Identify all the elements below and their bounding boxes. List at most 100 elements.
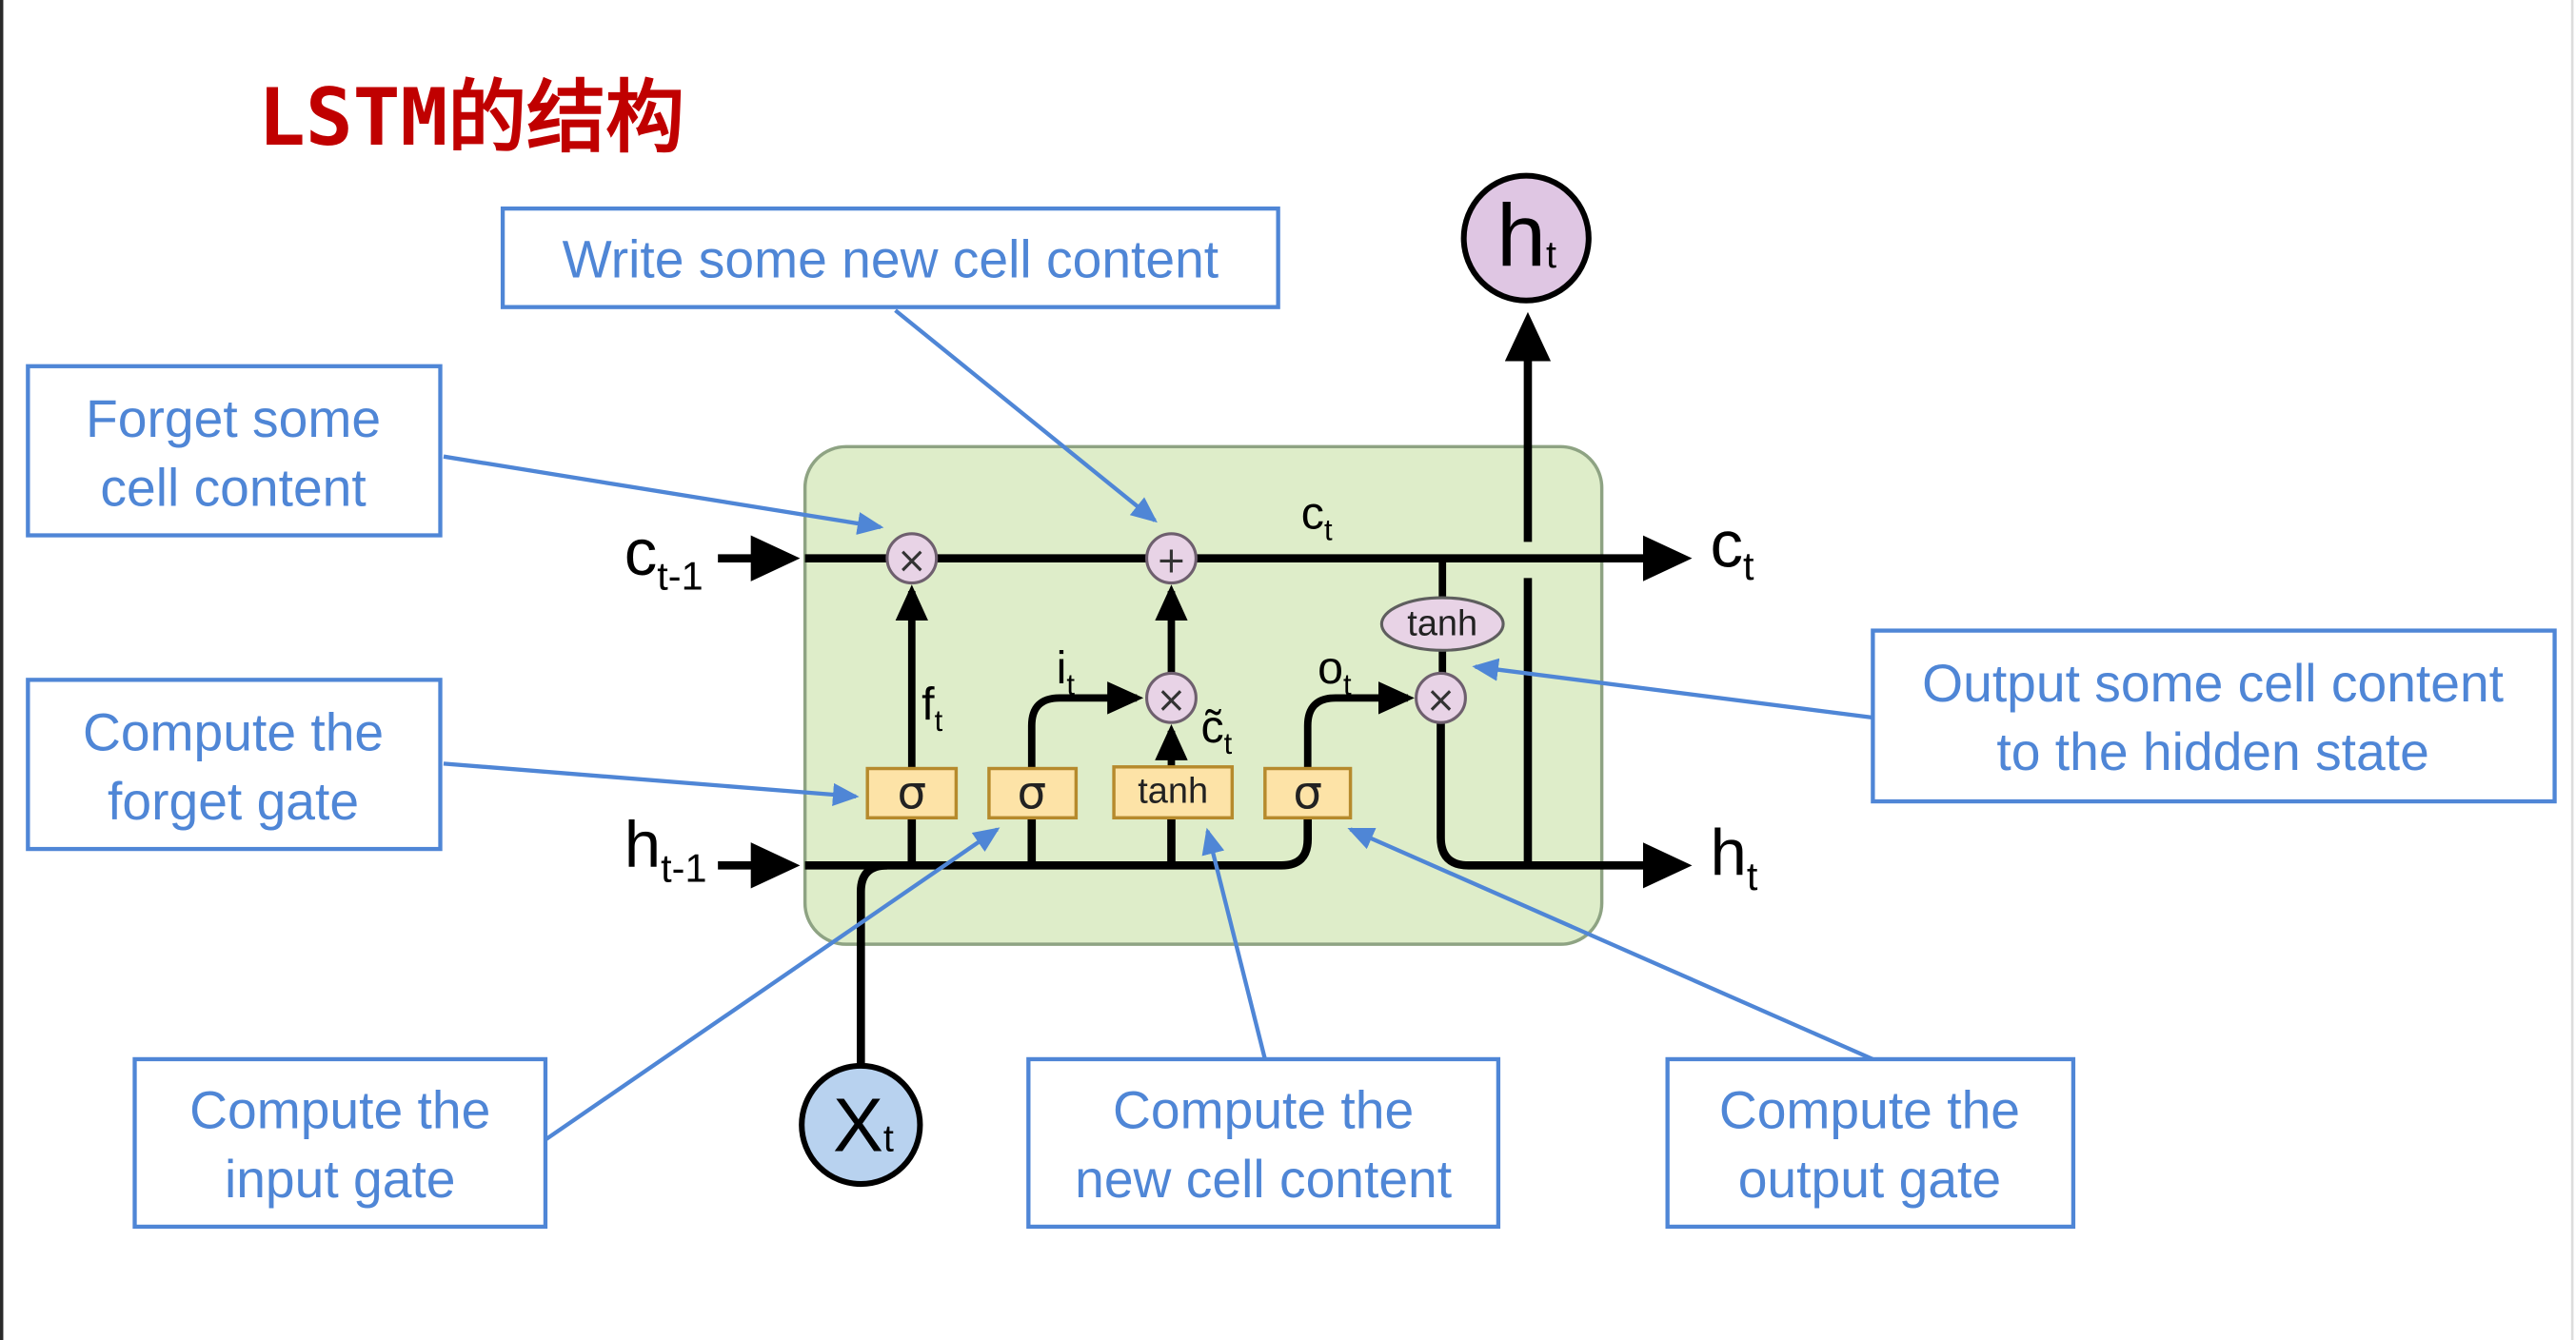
plus-symbol: + [1157,539,1187,581]
h-prev-label: ht-1 [624,808,707,891]
tanh-ellipse [1379,596,1505,652]
input-signal-sub: t [1066,668,1075,701]
x-node-circle [799,1062,923,1188]
tanh-label: tanh [1138,772,1208,812]
h-prev-sub: t-1 [661,847,706,891]
gate-input-bus [804,818,1313,870]
output-tanh-op: tanh [1379,596,1505,652]
callout-line: Forget some [86,389,381,448]
h-node-base: h [1496,187,1546,286]
c-prev-sub: t-1 [657,554,703,598]
write-cell-pointer [894,308,1158,523]
gate-box [865,766,959,820]
sigma-symbol: σ [897,766,926,819]
page-border-left [0,0,4,1340]
h-node-circle [1460,172,1592,304]
add-op: + [1145,532,1198,585]
callout-line: cell content [100,458,366,517]
forget-multiply-op: × [885,532,939,585]
output-multiply-op: × [1415,671,1467,724]
c-prev-label: ct-1 [624,516,703,599]
input-signal-arrow [1027,681,1144,769]
callout-line: new cell content [1075,1150,1452,1209]
lstm-cell-box [803,444,1604,946]
output-cell-pointer [1472,658,1873,720]
page-title: LSTM的结构 [258,71,684,164]
h-prev-base: h [624,808,661,881]
cell-state-sub: t [1324,514,1333,547]
x-node-base: X [833,1083,883,1168]
output-gate-block: σ [1263,766,1353,820]
callout-line: Compute the [83,703,384,762]
callout-line: Write some new cell content [563,230,1219,289]
h-output-node: ht [1460,172,1592,304]
callout-box [26,364,443,538]
h-out-base: h [1711,817,1747,890]
input-gate-pointer [544,827,1001,1142]
callout-output-gate: Compute the output gate [1665,1056,2076,1230]
x-node-sub: t [883,1118,894,1160]
callout-input-gate: Compute the input gate [132,1056,548,1230]
gate-box [987,766,1079,820]
callout-line: forget gate [108,772,359,831]
forget-signal-base: f [921,679,935,730]
new-cell-pointer [1201,827,1267,1060]
multiply-symbol: × [1157,679,1187,720]
h-node-label: ht [1496,187,1556,286]
callout-line: Compute the [1113,1080,1414,1139]
forget-gate-block: σ [865,766,959,820]
output-gate-pointer [1347,827,1874,1061]
callout-box [1665,1056,2076,1230]
forget-gate-pointer [443,761,860,806]
multiply-symbol: × [897,539,927,581]
candidate-block: tanh [1112,765,1235,820]
output-signal-label: ot [1318,642,1352,701]
c-out-base: c [1711,507,1744,581]
candidate-signal-base: c̃ [1201,701,1224,753]
multiply-symbol: × [1426,679,1456,720]
candidate-signal-sub: t [1224,727,1233,760]
callout-forget-cell: Forget some cell content [26,364,443,538]
candidate-signal-label: c̃t [1201,701,1233,760]
x-node-label: Xt [833,1083,894,1168]
input-signal-base: i [1057,642,1067,694]
h-out-sub: t [1747,855,1758,898]
sigma-symbol: σ [1293,766,1322,819]
gate-box [1112,765,1235,820]
callout-line: Output some cell content [1922,654,2504,713]
output-tanh-label: tanh [1407,604,1477,644]
cell-state-label: ct [1301,488,1333,547]
forget-cell-pointer [443,454,884,535]
input-gate-block: σ [987,766,1079,820]
sigma-symbol: σ [1017,766,1046,819]
callout-box [26,678,443,852]
output-signal-base: o [1318,642,1343,694]
callout-write-cell: Write some new cell content [500,206,1280,309]
c-prev-base: c [624,516,658,589]
callout-new-cell: Compute the new cell content [1026,1056,1501,1230]
callout-box [1026,1056,1501,1230]
output-signal-sub: t [1343,668,1352,701]
h-node-sub: t [1546,234,1556,276]
output-signal-arrow [1303,681,1415,769]
multiply-icon [1415,671,1467,724]
input-signal-label: it [1057,642,1076,701]
x-input-node: Xt [799,1062,923,1188]
c-out-label: ct [1711,507,1755,588]
forget-signal-label: ft [921,679,942,738]
multiply-icon [1145,671,1198,724]
callout-line: input gate [225,1150,456,1209]
callout-line: output gate [1738,1150,2001,1209]
callout-output-cell: Output some cell content to the hidden s… [1871,628,2557,804]
x-input-line [856,861,888,1066]
gate-box [1263,766,1353,820]
cell-state-base: c [1301,488,1324,540]
multiply-icon [885,532,939,585]
callout-box [132,1056,548,1230]
callout-forget-gate: Compute the forget gate [26,678,443,852]
page-border-right [2570,0,2574,1340]
forget-signal-sub: t [935,704,943,738]
callout-line: to the hidden state [1996,722,2428,781]
c-out-sub: t [1743,544,1754,588]
